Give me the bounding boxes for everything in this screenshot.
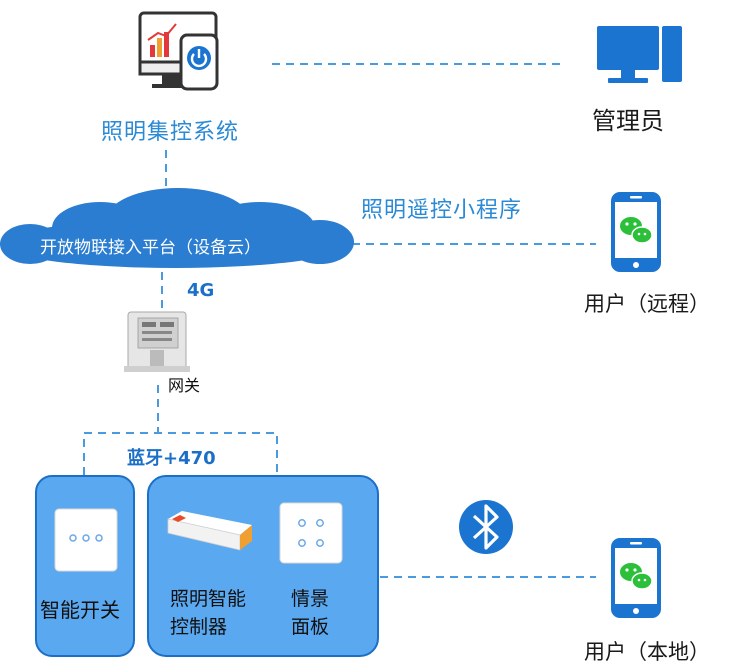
mini-program-label: 照明遥控小程序	[361, 198, 523, 223]
bluetooth-icon	[459, 500, 513, 554]
panel-device-icon	[279, 502, 343, 564]
connector-lines	[83, 63, 596, 578]
wechat-phone-icon-local	[611, 538, 661, 618]
switch-device-icon	[54, 508, 118, 572]
line-bt-bus	[83, 432, 278, 475]
network-4g-label: 4G	[187, 280, 215, 301]
wechat-phone-icon-remote	[611, 192, 661, 272]
computer-phone-icon	[138, 11, 219, 91]
cloud-shape	[0, 188, 354, 268]
bt-470-label: 蓝牙+470	[127, 448, 216, 469]
admin-label: 管理员	[592, 107, 664, 135]
controller-device-icon	[167, 511, 252, 551]
panel-label-line1: 情景	[291, 588, 330, 610]
monitor-icon	[597, 26, 682, 83]
gateway-device-icon	[124, 311, 190, 372]
gateway-label: 网关	[168, 376, 201, 395]
controller-label-line1: 照明智能	[170, 588, 247, 610]
cloud-platform-label: 开放物联接入平台（设备云）	[40, 238, 261, 258]
remote-user-label: 用户（远程）	[584, 292, 710, 316]
central-system-label: 照明集控系统	[101, 120, 240, 145]
local-user-label: 用户（本地）	[584, 640, 710, 664]
controller-label-line2: 控制器	[170, 616, 228, 638]
smart-switch-label: 智能开关	[40, 598, 120, 622]
panel-label-line2: 面板	[291, 616, 330, 638]
